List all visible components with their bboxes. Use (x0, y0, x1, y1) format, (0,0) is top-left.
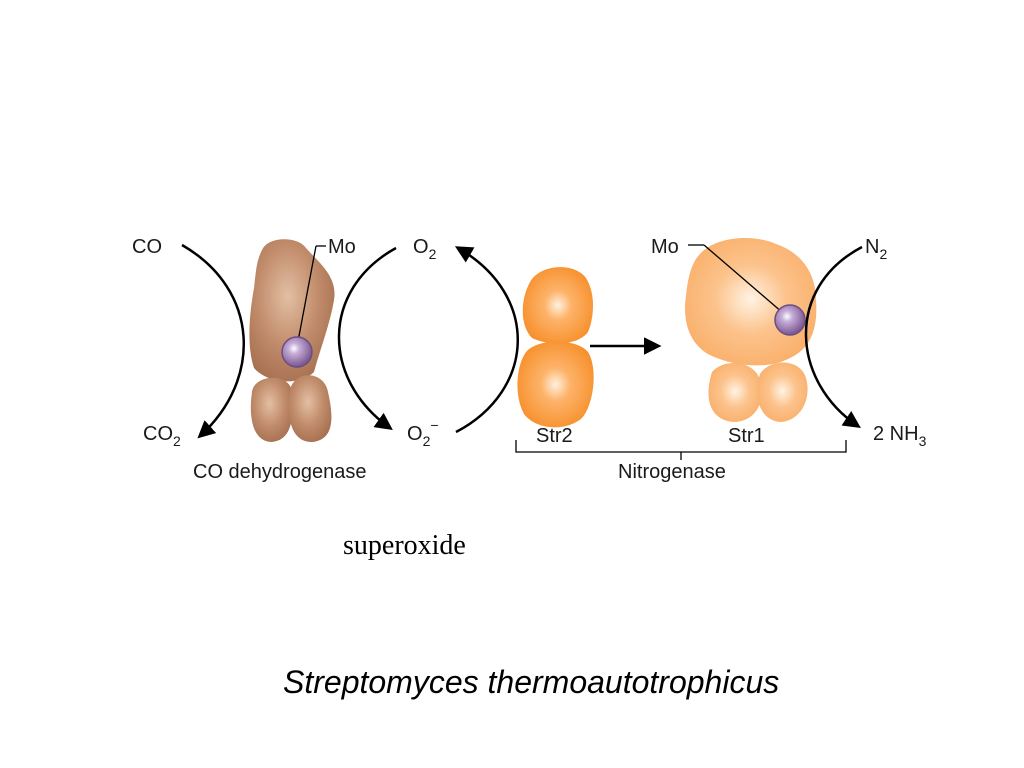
o2-to-superoxide-arrow (337, 246, 397, 431)
str2-upper-lobe (522, 267, 593, 344)
superoxide-to-o2-arrow (454, 246, 519, 434)
co-dh-mo-pointer (295, 245, 317, 353)
str2-protein (517, 267, 594, 428)
superoxide-label: O2− (407, 417, 439, 449)
str1-large-subunit (685, 238, 817, 366)
n2-label: N2 (865, 236, 887, 262)
co-dh-large-subunit (249, 239, 335, 382)
co-to-co2-arrow (181, 243, 246, 439)
co-dehydrogenase-protein (249, 239, 335, 442)
co2-label: CO2 (143, 423, 181, 449)
str1-small-subunit-right (757, 362, 808, 422)
str1-mo-pointer (703, 244, 791, 320)
organism-caption: Streptomyces thermoautotrophicus (283, 664, 780, 700)
str1-label: Str1 (728, 425, 765, 447)
nitrogenase-bracket (515, 440, 847, 460)
o2-label: O2 (413, 236, 437, 262)
superoxide-caption: superoxide (343, 530, 466, 561)
nitrogenase-mo-label: Mo (651, 236, 679, 258)
co-dh-small-subunit-left (250, 377, 293, 442)
str2-lower-lobe (517, 341, 594, 428)
nitrogenase-label: Nitrogenase (618, 461, 726, 483)
co-dh-mo-label: Mo (328, 236, 356, 258)
co-label: CO (132, 236, 162, 258)
co-dehydrogenase-label: CO dehydrogenase (193, 461, 366, 483)
str2-label: Str2 (536, 425, 573, 447)
co-dh-small-subunit-right (288, 375, 332, 442)
nh3-label: 2 NH3 (873, 423, 927, 449)
co-dh-mo-atom (281, 336, 313, 368)
n2-to-nh3-arrow (804, 245, 863, 428)
str1-small-subunit-left (708, 362, 762, 422)
str1-mo-atom (774, 304, 806, 336)
